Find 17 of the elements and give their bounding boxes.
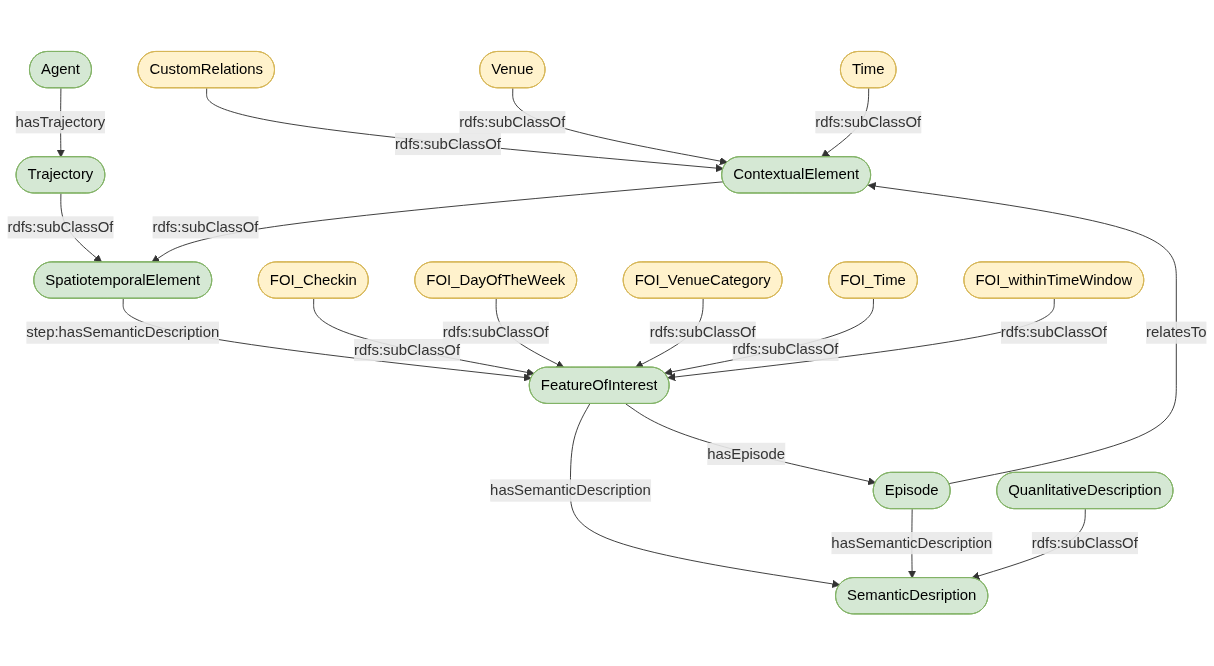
edge-label: step:hasSemanticDescription xyxy=(26,324,220,341)
edge-label: rdfs:subClassOf xyxy=(152,219,259,236)
edge-label: relatesTo xyxy=(1146,324,1207,341)
edge-label: hasTrajectory xyxy=(15,114,106,130)
edge-label: rdfs:subClassOf xyxy=(1000,324,1107,341)
edge-label: rdfs:subClassOf xyxy=(732,341,839,358)
edge-label: rdfs:subClassOf xyxy=(7,219,114,236)
edge-label: rdfs:subClassOf xyxy=(1031,535,1138,551)
edge-label: rdfs:subClassOf xyxy=(459,114,566,130)
edge-label: rdfs:subClassOf xyxy=(649,324,756,341)
edge-label: hasSemanticDescription xyxy=(490,482,651,499)
edge-label: hasEpisode xyxy=(707,445,786,462)
edge-label: hasSemanticDescription xyxy=(831,535,993,551)
edge-label: rdfs:subClassOf xyxy=(394,135,501,152)
edge-label: rdfs:subClassOf xyxy=(815,114,922,130)
edge-label: rdfs:subClassOf xyxy=(442,324,549,341)
edge-label: rdfs:subClassOf xyxy=(354,342,461,358)
